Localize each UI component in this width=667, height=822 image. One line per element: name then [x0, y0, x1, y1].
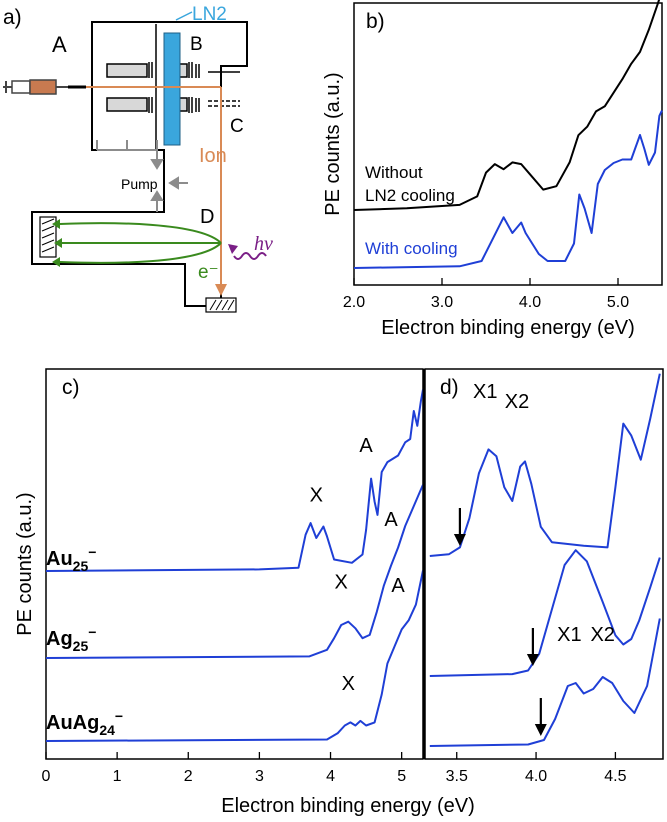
panel-a-schematic: a) A — [3, 4, 273, 313]
species-label-au25: Au25− — [46, 544, 96, 574]
panel-d-x-ticks: 3.5 4.0 4.5 — [446, 752, 627, 785]
peak-label-x: X — [310, 485, 323, 507]
zoom-spectrum-ag25 — [429, 549, 661, 677]
panel-b-x-ticks: 2.0 3.0 4.0 5.0 — [343, 278, 629, 311]
onset-arrowhead-icon — [526, 654, 539, 666]
panel-c-chart: c) PE counts (a.u.) Electron binding ene… — [14, 368, 475, 817]
onset-arrowhead-icon — [453, 534, 466, 546]
series-line-without-cooling — [353, 0, 661, 211]
panel-b-chart: b) PE counts (a.u.) Electron binding ene… — [322, 0, 663, 339]
label-c-lens: C — [230, 116, 244, 137]
panel-b-xlabel: Electron binding energy (eV) — [381, 317, 634, 339]
panel-d-label: d) — [440, 376, 459, 399]
peak-label-a: A — [391, 575, 405, 597]
panel-d-x-tick-label: 4.0 — [525, 768, 547, 785]
electron-label: e⁻ — [198, 262, 219, 283]
series-label-no-cooling-line2: LN2 cooling — [365, 186, 455, 205]
panel-b-ylabel: PE counts (a.u.) — [322, 72, 344, 215]
ln2-label: LN2 — [192, 4, 227, 25]
label-d-spectrometer: D — [200, 206, 214, 228]
panel-c-x-tick-label: 1 — [113, 768, 122, 785]
peak-label-x2: X2 — [590, 624, 614, 646]
onset-arrowhead-icon — [534, 724, 547, 736]
peak-label-x: X — [342, 673, 355, 695]
panel-d-x-tick-label: 4.5 — [604, 768, 626, 785]
svg-text:Ag25−: Ag25− — [46, 624, 96, 654]
ion-beam-path — [86, 86, 227, 296]
panel-c-label: c) — [62, 376, 80, 399]
panel-b-x-tick-label: 2.0 — [343, 294, 365, 311]
vacuum-chamber-outline — [31, 21, 248, 307]
photon-wave-icon — [233, 252, 267, 260]
pump-arrows — [96, 140, 188, 212]
panel-c-x-tick-label: 0 — [42, 768, 51, 785]
panel-a-label: a) — [3, 6, 22, 29]
electron-trajectories — [52, 219, 222, 267]
hv-label: hv — [254, 233, 273, 255]
series-label-with-cooling: With cooling — [365, 239, 458, 258]
label-b-trap: B — [190, 34, 203, 55]
panel-b-series — [353, 0, 663, 269]
detector-hatching — [41, 218, 55, 253]
panel-c-x-tick-label: 3 — [255, 768, 264, 785]
peak-label-x2: X2 — [505, 391, 529, 413]
species-label-auag24: AuAg24− — [46, 708, 123, 738]
ln2-cryo-block — [163, 32, 181, 146]
panel-b-frame — [353, 2, 663, 286]
panel-c-ylabel: PE counts (a.u.) — [14, 492, 36, 635]
ion-label: Ion — [199, 145, 227, 167]
panel-b-x-tick-label: 4.0 — [519, 294, 541, 311]
spectrum-auag24 — [45, 570, 424, 742]
panel-c-x-ticks: 0 1 2 3 4 5 — [42, 752, 406, 785]
peak-label-x: X — [335, 572, 348, 594]
peak-label-x1: X1 — [473, 381, 497, 403]
panel-c-x-tick-label: 4 — [326, 768, 335, 785]
svg-text:Au25−: Au25− — [46, 544, 96, 574]
peak-label-x1: X1 — [557, 624, 581, 646]
panel-d-frame — [424, 368, 664, 760]
panel-c-x-tick-label: 2 — [184, 768, 193, 785]
electron-detector — [39, 216, 57, 258]
panel-c-series: X A X A X A — [45, 389, 424, 742]
panel-c-frame — [45, 368, 424, 760]
panel-b-label: b) — [366, 10, 385, 33]
zoom-spectrum-auag24 — [429, 618, 661, 747]
panel-d-x-tick-label: 3.5 — [446, 768, 468, 785]
peak-label-a: A — [359, 435, 373, 457]
ion-detector-hatching — [209, 299, 235, 311]
series-line-with-cooling — [353, 110, 663, 269]
series-label-no-cooling-line1: Without — [365, 163, 423, 182]
species-label-ag25: Ag25− — [46, 624, 96, 654]
svg-text:AuAg24−: AuAg24− — [46, 708, 123, 738]
peak-label-a: A — [384, 509, 398, 531]
label-a-source: A — [52, 32, 67, 57]
syringe-icon — [3, 79, 86, 95]
pump-label: Pump — [121, 176, 158, 192]
zoom-spectrum-au25 — [429, 373, 661, 557]
spectrum-au25 — [45, 389, 424, 572]
panel-cd-xlabel: Electron binding energy (eV) — [221, 795, 474, 817]
panel-b-x-tick-label: 3.0 — [431, 294, 453, 311]
panel-b-x-tick-label: 5.0 — [607, 294, 629, 311]
panel-c-x-tick-label: 5 — [397, 768, 406, 785]
spectrum-ag25 — [45, 484, 424, 659]
